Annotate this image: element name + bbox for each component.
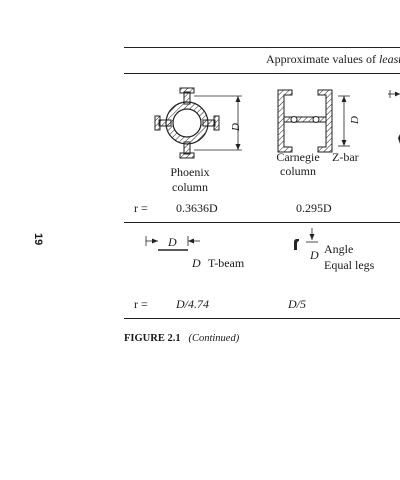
- table-bottom-rule: [124, 318, 400, 319]
- tbeam-dim-top: D: [168, 235, 177, 249]
- tbeam-diagram: [145, 236, 200, 251]
- table-header-rule: [124, 73, 400, 74]
- phoenix-name-line1: Phoenix: [170, 165, 210, 179]
- figure-label: FIGURE 2.1: [124, 333, 181, 344]
- tbeam-name: T-beam: [208, 256, 245, 270]
- phoenix-name-line2: column: [172, 180, 208, 194]
- carnegie-name-line2: column: [280, 164, 316, 178]
- zbar-name: Z-bar: [332, 150, 359, 164]
- angle-name-line1: Angle: [324, 242, 354, 256]
- page-number: 19: [32, 233, 44, 246]
- row-divider-rule: [124, 222, 400, 223]
- tbeam-r-value: D/4.74: [176, 297, 209, 311]
- angle-r-value: D/5: [288, 297, 306, 311]
- zbar-diagram-partial: [388, 90, 400, 144]
- figure-note: (Continued): [188, 333, 240, 344]
- angle-diagram: [294, 228, 318, 250]
- carnegie-r-value: 0.295D: [296, 201, 332, 215]
- figure-caption: FIGURE 2.1 (Continued): [124, 332, 239, 346]
- table-top-rule: [124, 47, 400, 48]
- tbeam-dim-side: D: [192, 256, 201, 270]
- table-header: Approximate values of least: [266, 52, 400, 66]
- row1-r-label: r =: [134, 201, 148, 215]
- angle-dim-label: D: [310, 248, 319, 262]
- angle-name-line2: Equal legs: [324, 258, 375, 272]
- phoenix-dim-label: D: [229, 123, 242, 131]
- phoenix-r-value: 0.3636D: [176, 201, 218, 215]
- table-header-text: Approximate values of: [266, 52, 379, 66]
- carnegie-dim-label: D: [348, 116, 361, 124]
- table-header-italic: least: [378, 52, 400, 66]
- carnegie-column-diagram: [277, 89, 350, 153]
- carnegie-name-line1: Carnegie: [276, 150, 320, 164]
- phoenix-column-diagram: [154, 87, 242, 159]
- row2-r-label: r =: [134, 297, 148, 311]
